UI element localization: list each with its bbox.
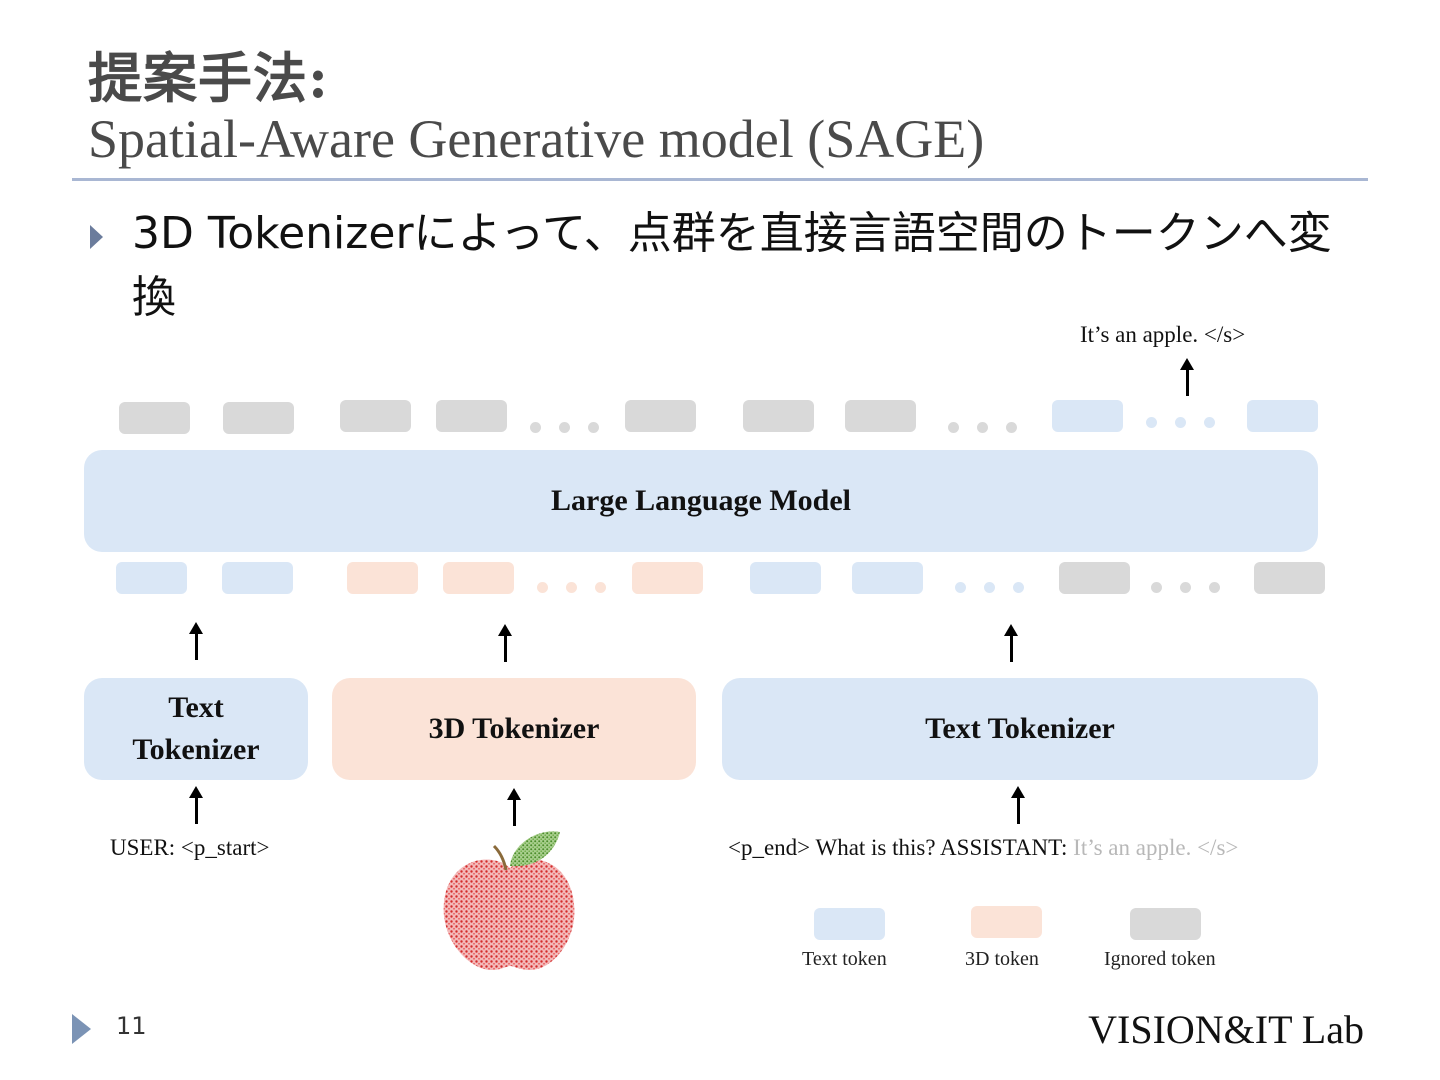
ignored-token: [625, 400, 696, 432]
3d-token: [443, 562, 514, 594]
text-token: [1052, 400, 1123, 432]
title-divider: [72, 178, 1368, 181]
ellipsis-dot: [588, 422, 599, 433]
lab-logo: VISION&IT Lab: [1088, 1007, 1364, 1052]
text-token: [222, 562, 293, 594]
ellipsis-dot: [948, 422, 959, 433]
3d-tokenizer-label: 3D Tokenizer: [428, 712, 600, 745]
text-token: [750, 562, 821, 594]
llm-label: Large Language Model: [551, 484, 851, 517]
ellipsis-dot: [1175, 417, 1186, 428]
ignored-token: [1254, 562, 1325, 594]
ignored-token: [1059, 562, 1130, 594]
text-token: [852, 562, 923, 594]
ignored-token: [223, 402, 294, 434]
text-token: [1247, 400, 1318, 432]
up-arrow-icon: [189, 622, 203, 660]
legend-text-token-swatch: [814, 908, 885, 940]
legend-ignored-token-swatch: [1130, 908, 1201, 940]
apple-leaf: [510, 831, 560, 867]
ellipsis-dot: [1180, 582, 1191, 593]
text-tokenizer-left: Text Tokenizer: [84, 678, 308, 780]
3d-tokenizer-box: 3D Tokenizer: [332, 678, 696, 780]
legend-text-token-label: Text token: [802, 948, 887, 970]
bullet-text: 3D Tokenizerによって、点群を直接言語空間のトークンへ変換: [132, 208, 1332, 323]
up-arrow-icon: [1004, 624, 1018, 662]
assistant-input-text: <p_end> What is this? ASSISTANT: It’s an…: [728, 835, 1238, 861]
text-tokenizer-right: Text Tokenizer: [722, 678, 1318, 780]
3d-token: [632, 562, 703, 594]
ellipsis-dot: [559, 422, 570, 433]
up-arrow-icon: [189, 786, 203, 824]
ellipsis-dot: [1209, 582, 1220, 593]
llm-box: Large Language Model: [84, 450, 1318, 552]
ellipsis-dot: [984, 582, 995, 593]
text-tokenizer-right-label: Text Tokenizer: [925, 712, 1115, 745]
ellipsis-dot: [1013, 582, 1024, 593]
ellipsis-dot: [955, 582, 966, 593]
assistant-prefix: <p_end> What is this? ASSISTANT:: [728, 835, 1068, 860]
ellipsis-dot: [1146, 417, 1157, 428]
3d-token: [347, 562, 418, 594]
ellipsis-dot: [530, 422, 541, 433]
ignored-token: [845, 400, 916, 432]
user-input-text: USER: <p_start>: [110, 835, 270, 860]
ellipsis-dot: [1204, 417, 1215, 428]
apple-point-cloud: [443, 831, 575, 970]
page-number: 11: [116, 1012, 147, 1040]
slide-title-japanese: 提案手法:: [88, 46, 329, 110]
text-tokenizer-left-label: Text Tokenizer: [132, 691, 260, 766]
ellipsis-dot: [1151, 582, 1162, 593]
ellipsis-dot: [537, 582, 548, 593]
bullet-triangle-icon: [90, 225, 103, 249]
ignored-token: [743, 400, 814, 432]
ellipsis-dot: [1006, 422, 1017, 433]
apple-stem: [492, 844, 508, 871]
output-text: It’s an apple. </s>: [1080, 322, 1246, 347]
up-arrow-icon: [507, 788, 521, 826]
apple-body: [443, 859, 575, 970]
up-arrow-icon: [498, 624, 512, 662]
output-arrow-icon: [1180, 358, 1194, 396]
assistant-answer: It’s an apple. </s>: [1067, 835, 1239, 860]
legend-ignored-token-label: Ignored token: [1104, 948, 1216, 970]
ellipsis-dot: [595, 582, 606, 593]
ignored-token: [436, 400, 507, 432]
up-arrow-icon: [1011, 786, 1025, 824]
slide-title-english: Spatial-Aware Generative model (SAGE): [88, 109, 985, 169]
footer-triangle-icon: [72, 1014, 91, 1044]
ignored-token: [340, 400, 411, 432]
ellipsis-dot: [566, 582, 577, 593]
ellipsis-dot: [977, 422, 988, 433]
ignored-token: [119, 402, 190, 434]
legend-3d-token-label: 3D token: [965, 948, 1039, 970]
text-token: [116, 562, 187, 594]
legend-3d-token-swatch: [971, 906, 1042, 938]
